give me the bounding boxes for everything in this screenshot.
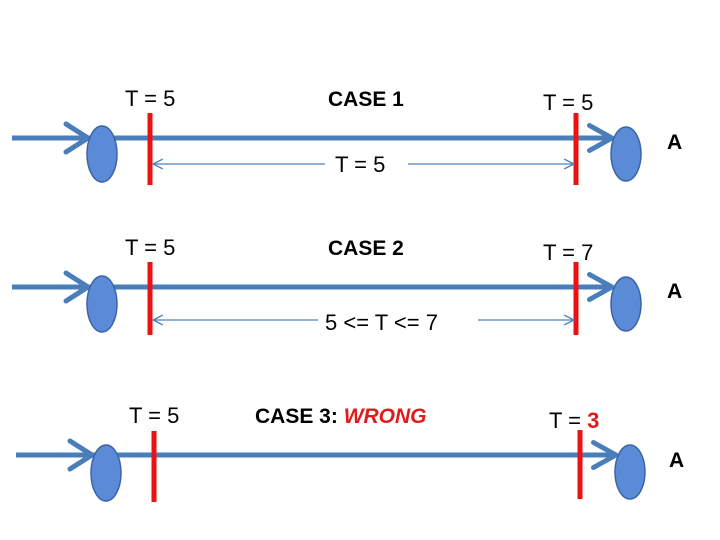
node-label: A <box>667 280 682 303</box>
right-time-label: T = 5 <box>543 90 593 115</box>
source-node <box>86 275 118 333</box>
right-time-prefix: T = <box>549 408 587 433</box>
right-time-wrong-value: 3 <box>587 408 599 433</box>
wrong-emphasis: WRONG <box>344 405 427 428</box>
case-title: CASE 3: WRONG <box>255 405 427 428</box>
entry-arrow-icon <box>63 270 91 304</box>
case-3: T = 5 CASE 3: WRONG T = 3 A <box>16 403 684 502</box>
source-node <box>90 444 122 502</box>
case-2: T = 5 CASE 2 T = 7 A 5 <= T <= 7 <box>12 235 682 335</box>
entry-arrow-icon <box>67 438 95 472</box>
left-time-label: T = 5 <box>125 235 175 260</box>
case-1: T = 5 CASE 1 T = 5 A T = 5 <box>12 86 682 185</box>
right-time-label: T = 7 <box>543 240 593 265</box>
left-time-label: T = 5 <box>129 403 179 428</box>
case-title: CASE 1 <box>328 88 404 111</box>
node-label: A <box>669 449 684 472</box>
span-label: T = 5 <box>335 152 385 177</box>
destination-node <box>614 444 646 500</box>
source-node <box>86 125 118 183</box>
case-title-text: CASE 3: <box>255 405 344 428</box>
right-time-label: T = 3 <box>549 408 599 433</box>
entry-arrow-icon <box>63 121 91 155</box>
destination-node <box>610 276 642 332</box>
case-title: CASE 2 <box>328 237 404 260</box>
span-label: 5 <= T <= 7 <box>325 310 438 335</box>
node-label: A <box>667 131 682 154</box>
destination-node <box>610 126 642 182</box>
left-time-label: T = 5 <box>125 86 175 111</box>
